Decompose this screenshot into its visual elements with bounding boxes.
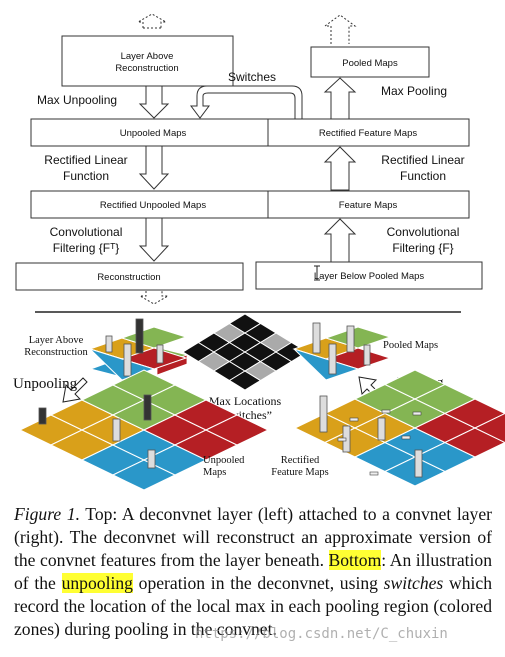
dotted-top-arrow	[323, 14, 357, 44]
small-right-bars	[312, 322, 371, 375]
layer-below-pooled-maps-label: Layer Below Pooled Maps	[314, 271, 425, 282]
caption-unpooling-highlight: unpooling	[61, 573, 133, 593]
feature-activation-bar	[377, 417, 386, 441]
unpooled-activation-bar	[38, 407, 47, 425]
unpooling-arrow-icon	[62, 377, 88, 403]
switches-grid	[182, 313, 308, 391]
max-unpooling-label: Max Unpooling	[37, 93, 117, 107]
unpooled-maps-box	[30, 118, 276, 147]
feature-small-activation	[381, 409, 391, 414]
feature-small-activation	[337, 437, 347, 442]
convnet-column	[255, 14, 483, 290]
layer-below-pooled-maps-box	[255, 261, 483, 290]
rectified-feature-maps-label: Rectified Feature Maps	[319, 128, 417, 139]
rectified-unpooled-maps-box	[30, 190, 276, 219]
caption-switches-word: switches	[383, 573, 444, 593]
reconstruction-box	[15, 262, 244, 291]
max-pooling-arrow	[323, 77, 357, 120]
switches-label: Switches	[228, 70, 276, 84]
figure-caption: Figure 1. Top: A deconvnet layer (left) …	[14, 503, 492, 641]
rectified-feature-maps-box	[267, 118, 470, 147]
feature-activation-bar	[414, 449, 423, 478]
small-map-right	[292, 326, 392, 381]
max-unpooling-arrow	[138, 85, 170, 119]
unpooled-activation-bar	[112, 418, 121, 442]
unpooled-map	[18, 369, 270, 491]
watermark: https://blog.csdn.net/C_chuxin	[195, 626, 448, 642]
figure-label: Figure 1.	[14, 504, 81, 524]
conv-left-arrow	[138, 217, 170, 262]
caption-part4: which record the location of the local m…	[14, 573, 492, 639]
relu-right-arrow	[323, 146, 357, 191]
feature-activation-bar	[319, 395, 328, 433]
caption-part3: operation in the deconvnet, using	[132, 573, 384, 593]
feature-small-activation	[412, 411, 422, 416]
conv-right-arrow	[323, 218, 357, 263]
unpooling-label: Unpooling	[13, 376, 78, 392]
feature-small-activation	[401, 435, 411, 440]
small-left-bars	[105, 318, 164, 377]
feature-cell	[473, 412, 505, 444]
relu-left-arrow	[138, 145, 170, 190]
feature-maps-label: Feature Maps	[339, 200, 398, 211]
dotted-input-arrow	[136, 13, 168, 28]
caption-part1: Top: A deconvnet layer (left) attached t…	[14, 504, 492, 570]
feature-small-activation	[369, 471, 379, 476]
pooled-maps-bottom-label: Pooled Maps	[383, 340, 438, 351]
unpooled-cell	[204, 414, 270, 446]
deconvnet-column	[15, 13, 276, 305]
pooled-maps-label: Pooled Maps	[342, 58, 398, 69]
rectified-unpooled-maps-label: Rectified Unpooled Maps	[100, 200, 206, 211]
switches-connector	[190, 85, 303, 120]
caption-part2: : An illustration of the	[14, 550, 492, 593]
caption-bottom-highlight: Bottom	[328, 550, 382, 570]
reconstruction-label: Reconstruction	[97, 272, 160, 283]
unpooled-activation-bar	[147, 449, 156, 469]
feature-maps-box	[267, 190, 470, 219]
mouse-cursor-icon	[314, 265, 320, 281]
unpooled-activation-bar	[143, 394, 152, 421]
pooled-maps-box	[310, 46, 430, 78]
rectified-feature-map	[293, 369, 505, 487]
max-pooling-label: Max Pooling	[381, 84, 447, 98]
feature-small-activation	[349, 417, 359, 422]
dotted-output-arrow	[138, 291, 170, 305]
unpooled-maps-label: Unpooled Maps	[120, 128, 187, 139]
